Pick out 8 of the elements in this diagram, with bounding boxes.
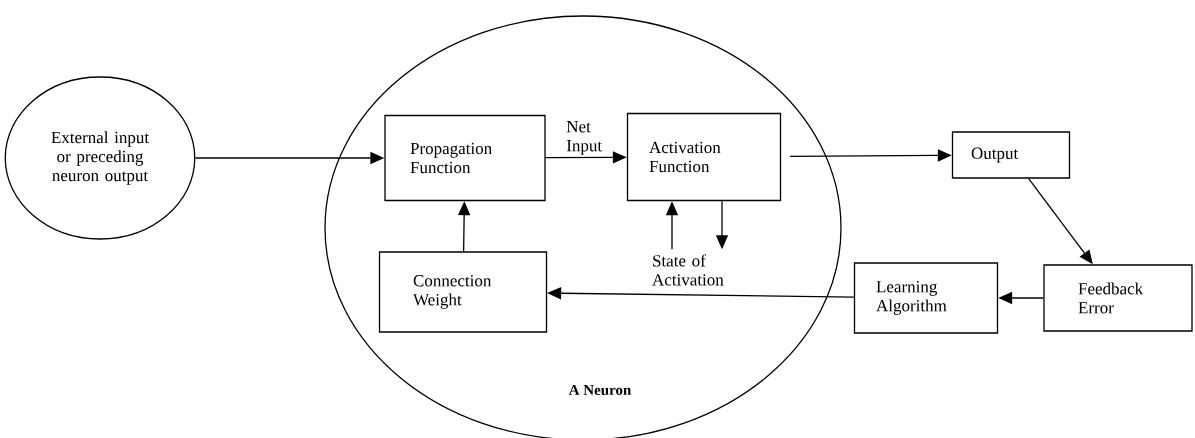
process-box: Propagation Function <box>384 114 546 202</box>
process-box: Feedback Error <box>1043 264 1193 332</box>
process-box: Activation Function <box>626 112 782 202</box>
state-label: State of Activation <box>652 254 724 286</box>
edge-label: Net Input <box>565 120 608 156</box>
process-box: Learning Algorithm <box>853 262 999 334</box>
process-box: Connection Weight <box>378 251 548 333</box>
process-box: Output <box>951 131 1071 179</box>
